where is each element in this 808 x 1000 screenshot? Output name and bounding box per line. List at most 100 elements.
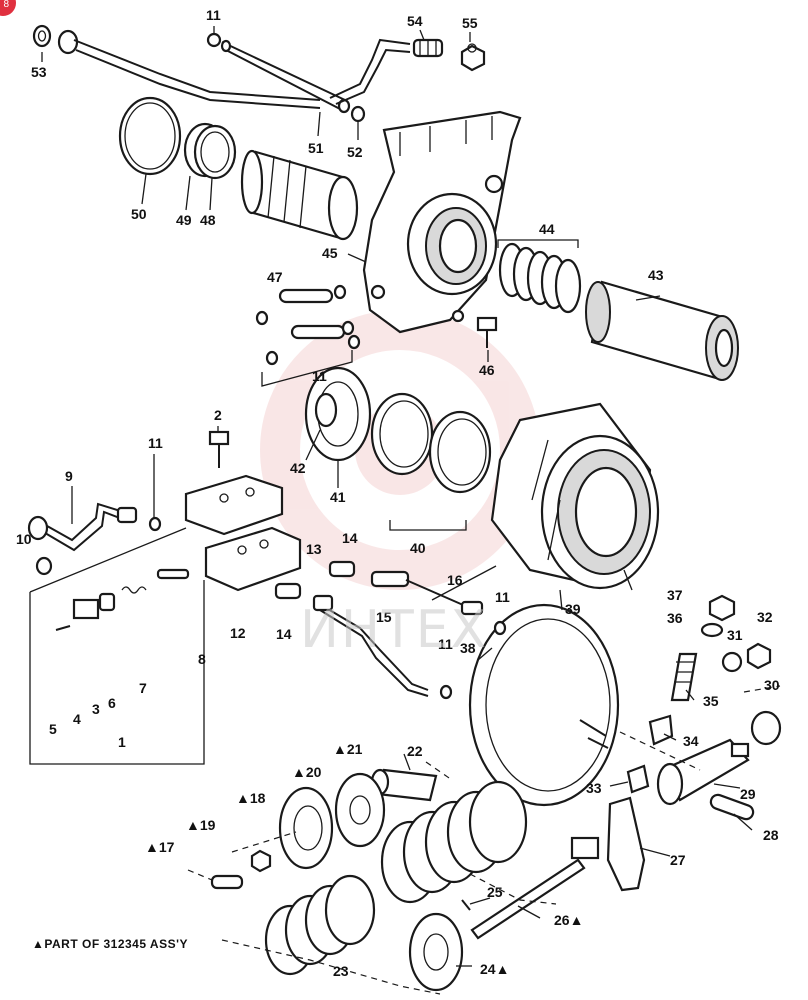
- label-32: 32: [757, 609, 773, 625]
- label-25: 25: [487, 884, 503, 900]
- label-54: 54: [407, 13, 423, 29]
- part-11-oring-left: [148, 516, 162, 532]
- part-11-oring-d: [493, 620, 507, 636]
- part-sleeve: [240, 149, 359, 241]
- part-44-springs: [497, 239, 582, 314]
- part-47-pins: [255, 284, 361, 387]
- badge-text: 8: [3, 0, 9, 10]
- label-12: 12: [230, 625, 246, 641]
- bracket-1: [29, 527, 205, 765]
- part-38-band: [468, 603, 620, 807]
- part-23-spring: [264, 874, 376, 976]
- label-17: ▲17: [145, 839, 175, 855]
- label-11-left: 11: [148, 435, 163, 451]
- label-16: 16: [447, 572, 463, 588]
- part-19-nut: [250, 849, 272, 873]
- label-6: 6: [108, 695, 116, 711]
- footnote: ▲PART OF 312345 ASS'Y: [32, 937, 188, 951]
- label-11-e: 11: [438, 636, 453, 652]
- label-33: 33: [586, 780, 602, 796]
- part-34: [648, 714, 674, 746]
- label-53: 53: [31, 64, 47, 80]
- label-35: 35: [703, 693, 719, 709]
- label-41: 41: [330, 489, 346, 505]
- label-46: 46: [479, 362, 495, 378]
- label-18: ▲18: [236, 790, 266, 806]
- label-5: 5: [49, 721, 57, 737]
- part-53-seal: [32, 24, 52, 48]
- part-11-oring-e: [439, 684, 453, 700]
- part-17-pin: [210, 874, 244, 890]
- part-valve-block: [184, 474, 302, 592]
- label-15: 15: [376, 609, 392, 625]
- part-39-drum: [490, 402, 660, 590]
- label-8: 8: [198, 651, 206, 667]
- part-33: [626, 764, 650, 794]
- part-50-ring: [118, 96, 182, 176]
- label-42: 42: [290, 460, 306, 476]
- label-38: 38: [460, 640, 476, 656]
- label-51: 51: [308, 140, 324, 156]
- part-10-oring: [35, 556, 53, 576]
- page-badge: 8: [0, 0, 16, 16]
- label-11-d: 11: [495, 589, 510, 605]
- label-28: 28: [763, 827, 779, 843]
- label-34: 34: [683, 733, 699, 749]
- part-29-cylinder: [656, 738, 750, 806]
- part-24-plate: [408, 912, 464, 992]
- label-24: 24▲: [480, 961, 510, 977]
- label-7: 7: [139, 680, 147, 696]
- label-37: 37: [667, 587, 683, 603]
- label-45: 45: [322, 245, 338, 261]
- label-11-top: 11: [206, 7, 221, 23]
- label-22: 22: [407, 743, 423, 759]
- label-1: 1: [118, 734, 126, 750]
- label-52: 52: [347, 144, 363, 160]
- part-15-tube: [312, 594, 429, 697]
- part-26-rod: [470, 858, 586, 940]
- label-27: 27: [670, 852, 686, 868]
- label-36: 36: [667, 610, 683, 626]
- label-47: 47: [267, 269, 283, 285]
- part-54-fitting: [412, 38, 444, 58]
- label-49: 49: [176, 212, 192, 228]
- label-43: 43: [648, 267, 664, 283]
- label-48: 48: [200, 212, 216, 228]
- part-27-lever: [606, 796, 646, 892]
- label-19: ▲19: [186, 817, 216, 833]
- leader-lines: [41, 26, 781, 995]
- label-2: 2: [214, 407, 222, 423]
- part-51-tube: [57, 29, 411, 114]
- label-13: 13: [306, 541, 322, 557]
- label-9: 9: [65, 468, 73, 484]
- part-11-oring-top: [206, 32, 222, 48]
- part-46-bolt: [476, 316, 498, 348]
- label-31: 31: [727, 627, 743, 643]
- part-25-pin: [461, 899, 471, 911]
- watermark-text: ИНТЕХ: [300, 600, 489, 660]
- part-40-bearings: [370, 392, 492, 531]
- label-14-a: 14: [342, 530, 358, 546]
- label-26: 26▲: [554, 912, 584, 928]
- label-29: 29: [740, 786, 756, 802]
- parts-3-to-7: [55, 568, 190, 631]
- label-39: 39: [565, 601, 581, 617]
- part-16-tube: [370, 570, 484, 616]
- label-14-b: 14: [276, 626, 292, 642]
- part-43-shaft: [585, 280, 739, 381]
- part-35-stud: [670, 652, 698, 702]
- label-23: 23: [333, 963, 349, 979]
- part-55-elbow: [460, 43, 486, 72]
- label-30: 30: [764, 677, 780, 693]
- label-20: ▲20: [292, 764, 322, 780]
- part-18-20-pulleys: [278, 772, 386, 870]
- part-9-tube: [27, 502, 138, 552]
- part-49-48-rings: [183, 122, 237, 180]
- part-26-rod-end: [570, 836, 600, 860]
- part-28-pin: [709, 793, 755, 821]
- part-2-bolt: [208, 430, 230, 468]
- label-44: 44: [539, 221, 555, 237]
- part-52-oring: [350, 105, 366, 123]
